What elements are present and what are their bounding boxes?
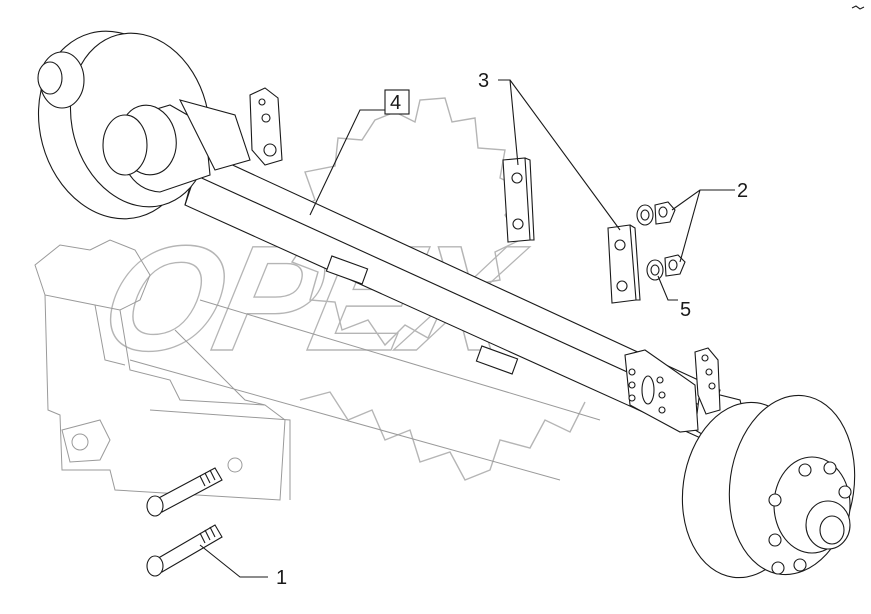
- shim-plate-3b: [607, 224, 641, 304]
- leader-lines: [199, 79, 735, 578]
- corner-mark: [851, 5, 865, 10]
- callout-1: 1: [276, 567, 287, 589]
- leader-2: [671, 189, 735, 263]
- right-brake-drum: [681, 389, 856, 579]
- leader-4: [309, 109, 392, 216]
- watermark-gear-outline-lower: [299, 391, 586, 481]
- right-spring-seat: [624, 347, 721, 433]
- nut-washer-upper: [636, 201, 676, 226]
- bolt-1-upper: [146, 467, 223, 517]
- callout-5: 5: [680, 299, 691, 321]
- leader-1: [199, 544, 268, 578]
- callout-3: 3: [478, 70, 489, 92]
- axle-slot-left: [325, 255, 369, 285]
- left-brake-drum: [37, 30, 251, 220]
- left-spring-seat: [249, 87, 283, 166]
- callout-4: 4: [390, 92, 401, 114]
- nut-washer-lower: [646, 254, 686, 281]
- callout-2: 2: [737, 180, 748, 202]
- leader-5: [657, 275, 678, 301]
- axle-slot-right: [475, 345, 519, 375]
- callout-4-box: [384, 89, 410, 115]
- shim-plate-3a: [502, 157, 535, 243]
- bolt-1-lower: [146, 524, 223, 577]
- leader-3: [498, 79, 621, 231]
- frame-hanger-ghost: [34, 239, 601, 501]
